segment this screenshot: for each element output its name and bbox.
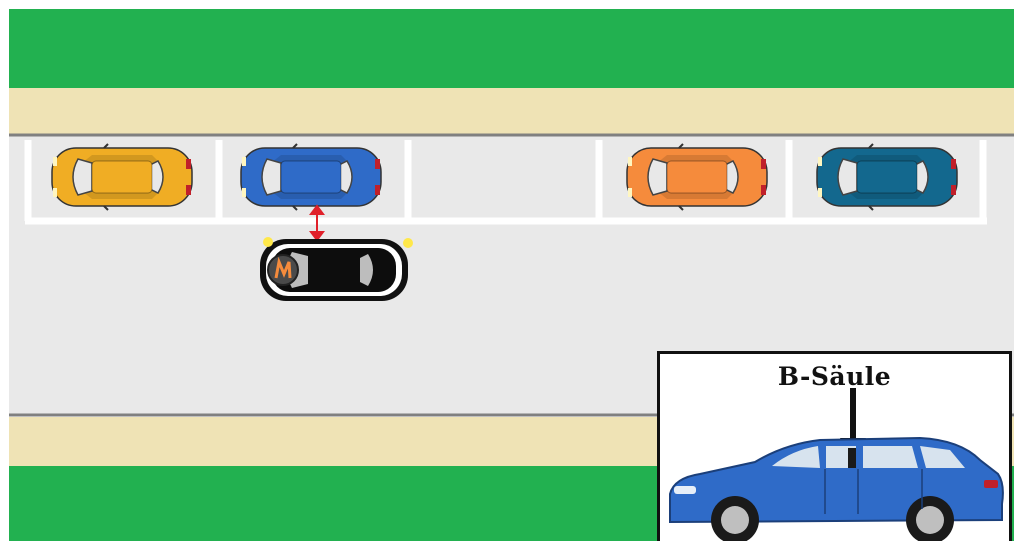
side-view-car: [670, 438, 1003, 541]
black-car: [260, 237, 413, 301]
top-grass: [9, 9, 1014, 88]
b-pillar-inset: B-Säule: [657, 351, 1012, 541]
parked-car-blue: [241, 144, 381, 210]
parked-car-orange: [627, 144, 767, 210]
top-sidewalk: [9, 88, 1014, 134]
parked-car-yellow: [52, 144, 192, 210]
parked-car-teal: [817, 144, 957, 210]
